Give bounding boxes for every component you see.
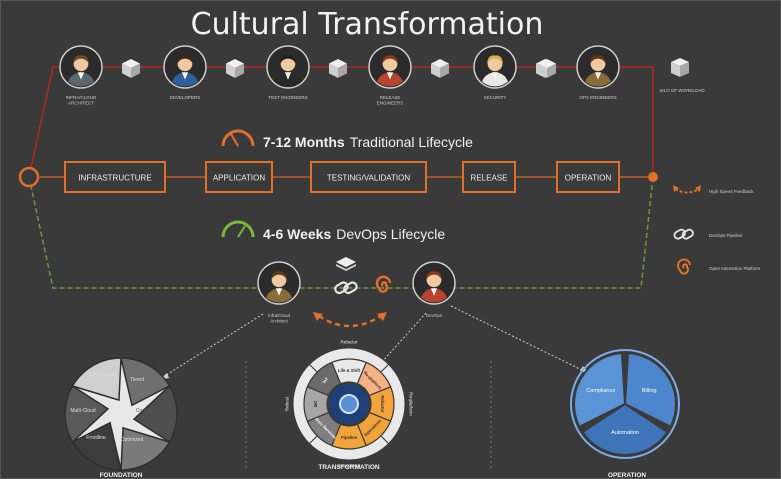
foundation-segment-label: Tiered <box>130 377 144 383</box>
foundation-segment-label: Multi-Cloud <box>70 408 96 414</box>
devops-role-label: Architect <box>270 319 288 324</box>
cycle-ring <box>570 349 680 459</box>
role-label: OPS ENGINEERS <box>579 95 616 100</box>
stage-label: APPLICATION <box>213 174 266 183</box>
wheel-inner-segment <box>306 361 342 397</box>
wheel-inner-label: IaC <box>313 401 318 408</box>
wheel-inner-label: Pipeline <box>341 435 358 440</box>
role-label: ENGINEERS <box>377 101 404 106</box>
stage-box: TESTING/VALIDATION <box>310 161 427 193</box>
spiral-icon <box>375 275 392 293</box>
role-label: RELEASE <box>380 95 401 100</box>
transformation-title: TRANSFORMATION <box>318 464 380 471</box>
wheel-outer-label: Refactor <box>340 340 358 345</box>
foundation-segment-label: Compliance <box>136 408 163 414</box>
flow-arrows <box>162 305 587 378</box>
legend-label: High Speed Feedback <box>709 189 754 194</box>
role-label: DEVELOPERS <box>170 95 201 100</box>
wheel-hub-center <box>339 394 359 414</box>
role-avatar <box>576 45 620 89</box>
cycle-segment <box>573 352 627 429</box>
role-label: TEST ENGINEERS <box>268 95 307 100</box>
devops-gauge-icon <box>221 220 255 238</box>
wheel-inner-label: IoT <box>321 376 329 384</box>
stage-box: INFRASTRUCTURE <box>64 161 166 193</box>
pipeline-link-icon <box>334 281 358 295</box>
stack-icon <box>336 257 356 271</box>
legend: High Speed Feedback DevOps Pipeline Open… <box>673 185 761 275</box>
end-node <box>648 172 658 182</box>
traditional-path <box>28 66 654 178</box>
role-label: SECURITY <box>484 95 507 100</box>
legend-label: Open Interaction Platform <box>709 266 761 271</box>
silo-cube-icon <box>226 59 244 78</box>
aperture-center <box>109 402 133 426</box>
stage-boxes: INFRASTRUCTURE APPLICATION TESTING/VALIDAT… <box>64 161 620 193</box>
silo-cube-icon <box>329 59 347 78</box>
feedback-arrows-icon <box>673 185 701 194</box>
cycle-segment <box>623 352 677 429</box>
role-avatar <box>59 45 103 89</box>
stage-label: RELEASE <box>471 174 508 183</box>
role-avatar <box>266 45 310 89</box>
foundation-segment-label: Optimized <box>121 437 144 443</box>
silo-cube-icon <box>538 59 556 78</box>
foundation-segment-label: Elastic Scale <box>89 372 118 378</box>
silo-label: SILO OF WORKLOAD <box>659 88 705 93</box>
silo-cube-icon <box>431 59 449 78</box>
devops-role-label: DevOps <box>426 313 443 318</box>
page-title: Cultural Transformation <box>191 7 544 42</box>
wheel-outer-label: Rehost <box>285 396 290 411</box>
role-label: ARCHITECT <box>68 101 94 106</box>
stage-box: APPLICATION <box>205 161 273 193</box>
silo-legend: SILO OF WORKLOAD <box>659 58 705 93</box>
silo-cube-icon <box>671 58 689 77</box>
wheel-outer-label: Rearchitect <box>337 464 361 469</box>
cycle-segment-label: Billing <box>642 388 657 394</box>
legend-label: DevOps Pipeline <box>709 233 743 238</box>
devops-path <box>28 176 654 289</box>
spiral-icon <box>677 258 691 275</box>
stage-label: TESTING/VALIDATION <box>327 174 410 183</box>
stage-box: OPERATION <box>556 161 620 193</box>
role-avatar <box>163 45 207 89</box>
wheel-outer-label: Re-platform <box>409 392 414 416</box>
devops-role-avatar <box>412 261 456 305</box>
stage-label: OPERATION <box>565 174 612 183</box>
role-label: INFRA/CLOUD <box>66 95 97 100</box>
silo-cube-icon <box>122 59 140 78</box>
traditional-gauge-icon <box>221 129 255 147</box>
aperture-blade <box>71 357 122 402</box>
role-avatar <box>368 45 412 89</box>
operation-title: OPERATION <box>608 472 646 479</box>
wheel-inner-label: Refactor <box>380 396 385 413</box>
foundation-segment-label: Frontline <box>86 435 106 441</box>
cycle-segment <box>581 402 669 456</box>
pipeline-link-icon <box>673 228 694 240</box>
role-avatar <box>473 45 517 89</box>
start-node <box>18 166 40 188</box>
foundation-title: FOUNDATION <box>100 472 143 479</box>
wheel-inner-label: Life & Shift <box>338 368 361 373</box>
feedback-arrows-icon <box>313 312 387 328</box>
stage-label: INFRASTRUCTURE <box>78 174 151 183</box>
devops-role-label: Infra/Cloud <box>268 313 291 318</box>
transformation-wheel: RefactorRe-platformRearchitectRehostLife… <box>285 340 414 469</box>
cycle-segment-label: Compliance <box>586 388 615 394</box>
cycle-segment-label: Automation <box>611 430 639 436</box>
devops-role-avatar <box>257 261 301 305</box>
stage-box: RELEASE <box>462 161 516 193</box>
